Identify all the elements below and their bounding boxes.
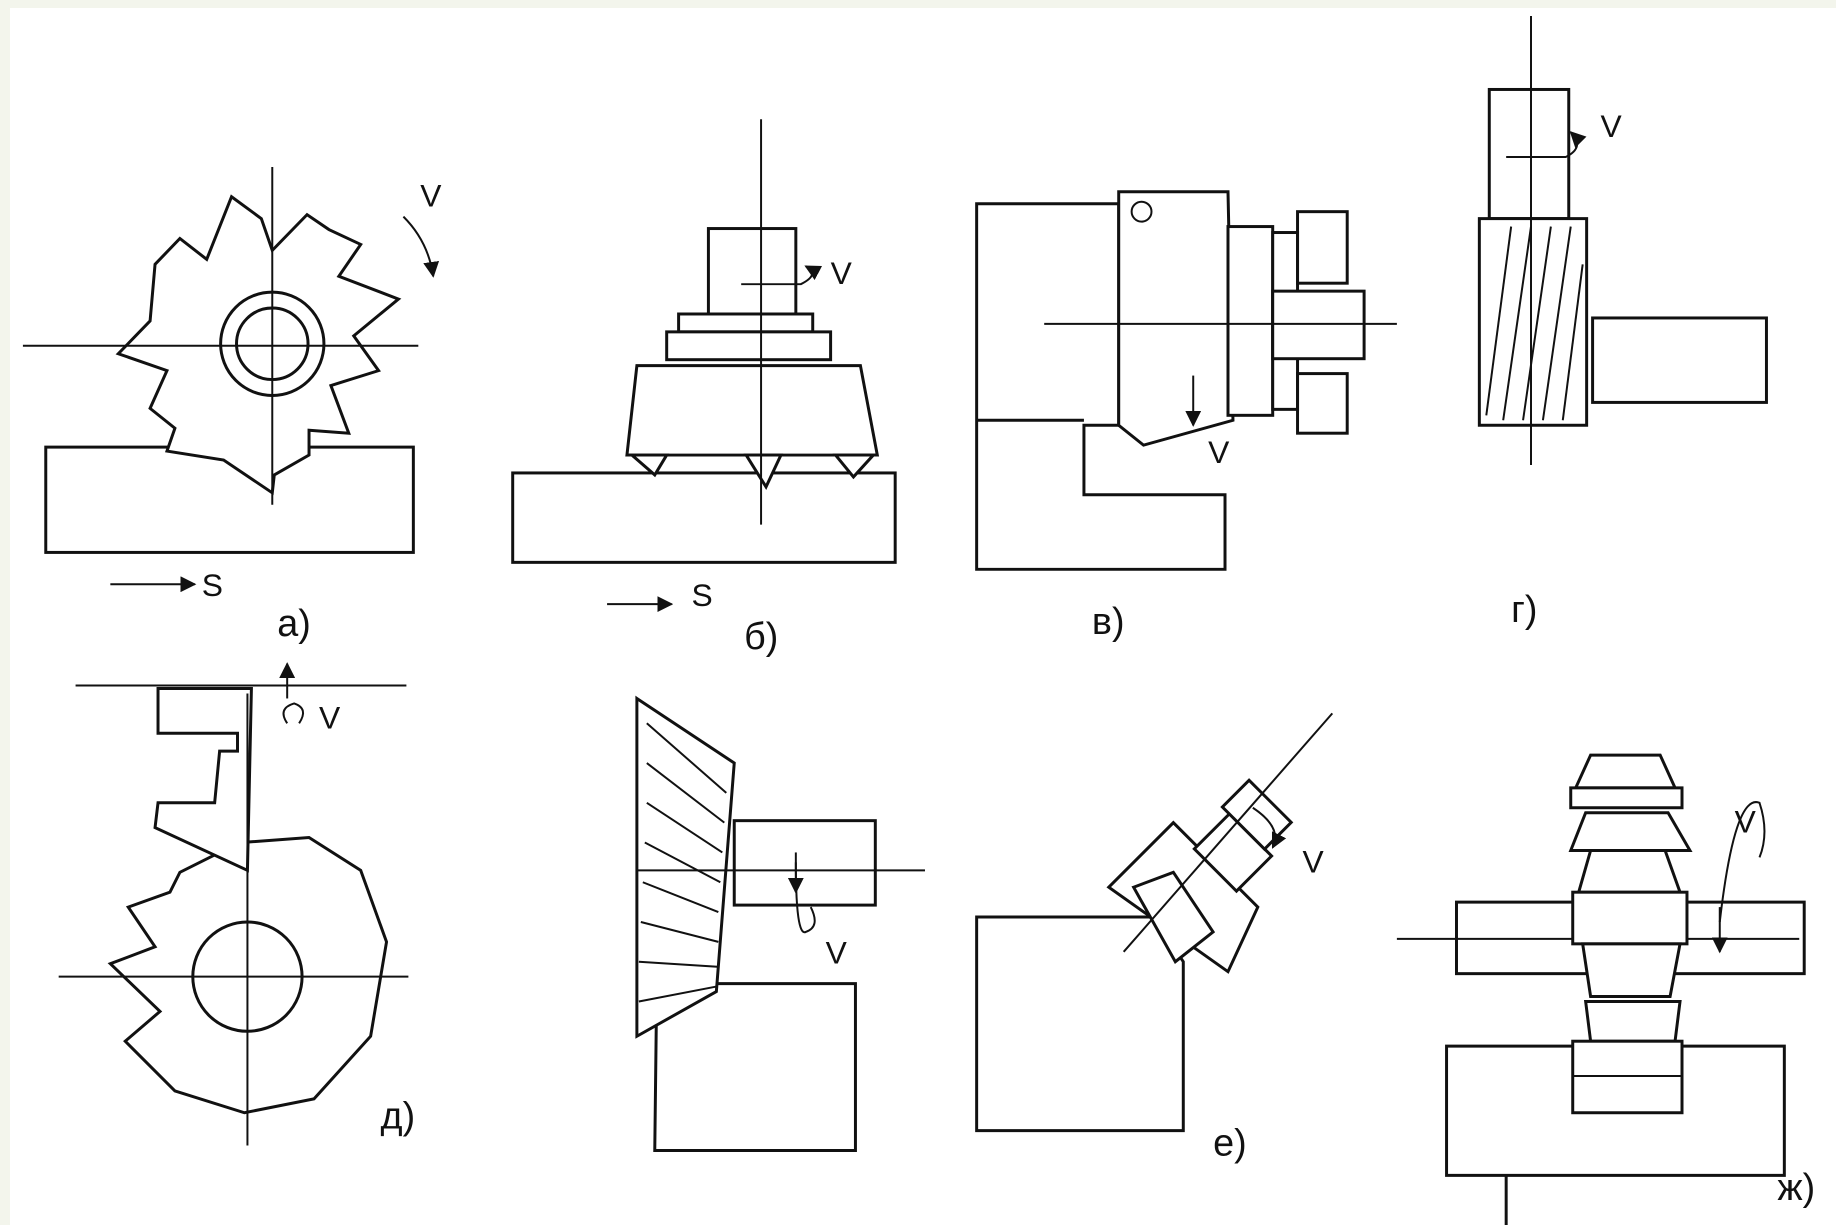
rotation-arrow-a [402, 215, 440, 278]
figure-d: V д) [58, 662, 416, 1146]
figure-zh: V ж) [1396, 753, 1815, 1225]
s-label-b: S [692, 577, 713, 613]
figure-b: V S б) [511, 119, 897, 657]
workpiece-b [511, 471, 897, 564]
shank-g [1487, 87, 1571, 221]
v-label-e2: V [1303, 843, 1325, 879]
v-label-v: V [1208, 434, 1230, 470]
label-zh: ж) [1777, 1166, 1815, 1208]
figure-a: V S а) [22, 166, 442, 644]
label-b: б) [744, 615, 778, 657]
v-label-a: V [420, 178, 442, 214]
label-v: в) [1092, 600, 1125, 642]
v-label-b: V [831, 255, 853, 291]
workpiece-g [1591, 316, 1768, 404]
workpiece-e2 [975, 915, 1185, 1133]
v-label-d: V [319, 699, 341, 735]
s-label-a: S [202, 567, 223, 603]
face-cutter-v [1117, 190, 1235, 447]
figure-v: V в) [975, 190, 1397, 642]
bevel-cutter-e [635, 695, 736, 1039]
label-a: а) [277, 602, 311, 644]
diagram-sheet: V S а) V S б) V в) [10, 8, 1836, 1225]
v-label-zh: V [1735, 804, 1757, 840]
figure-g: V г) [1477, 15, 1768, 630]
figure-e: V V е) [635, 695, 1334, 1163]
spindle-b [706, 227, 798, 316]
face-cutter-b [625, 364, 880, 457]
workpiece-e1 [653, 982, 857, 1152]
arbor-e1 [732, 819, 877, 907]
end-mill-g [1477, 217, 1589, 427]
label-e: е) [1213, 1121, 1247, 1163]
label-g: г) [1511, 588, 1537, 630]
milling-diagram: V S а) V S б) V в) [22, 15, 1815, 1225]
label-d: д) [381, 1095, 416, 1137]
v-label-e1: V [826, 935, 848, 971]
v-label-g: V [1601, 108, 1623, 144]
holder-d [153, 687, 253, 873]
cutter-stack-zh [1568, 753, 1693, 1115]
